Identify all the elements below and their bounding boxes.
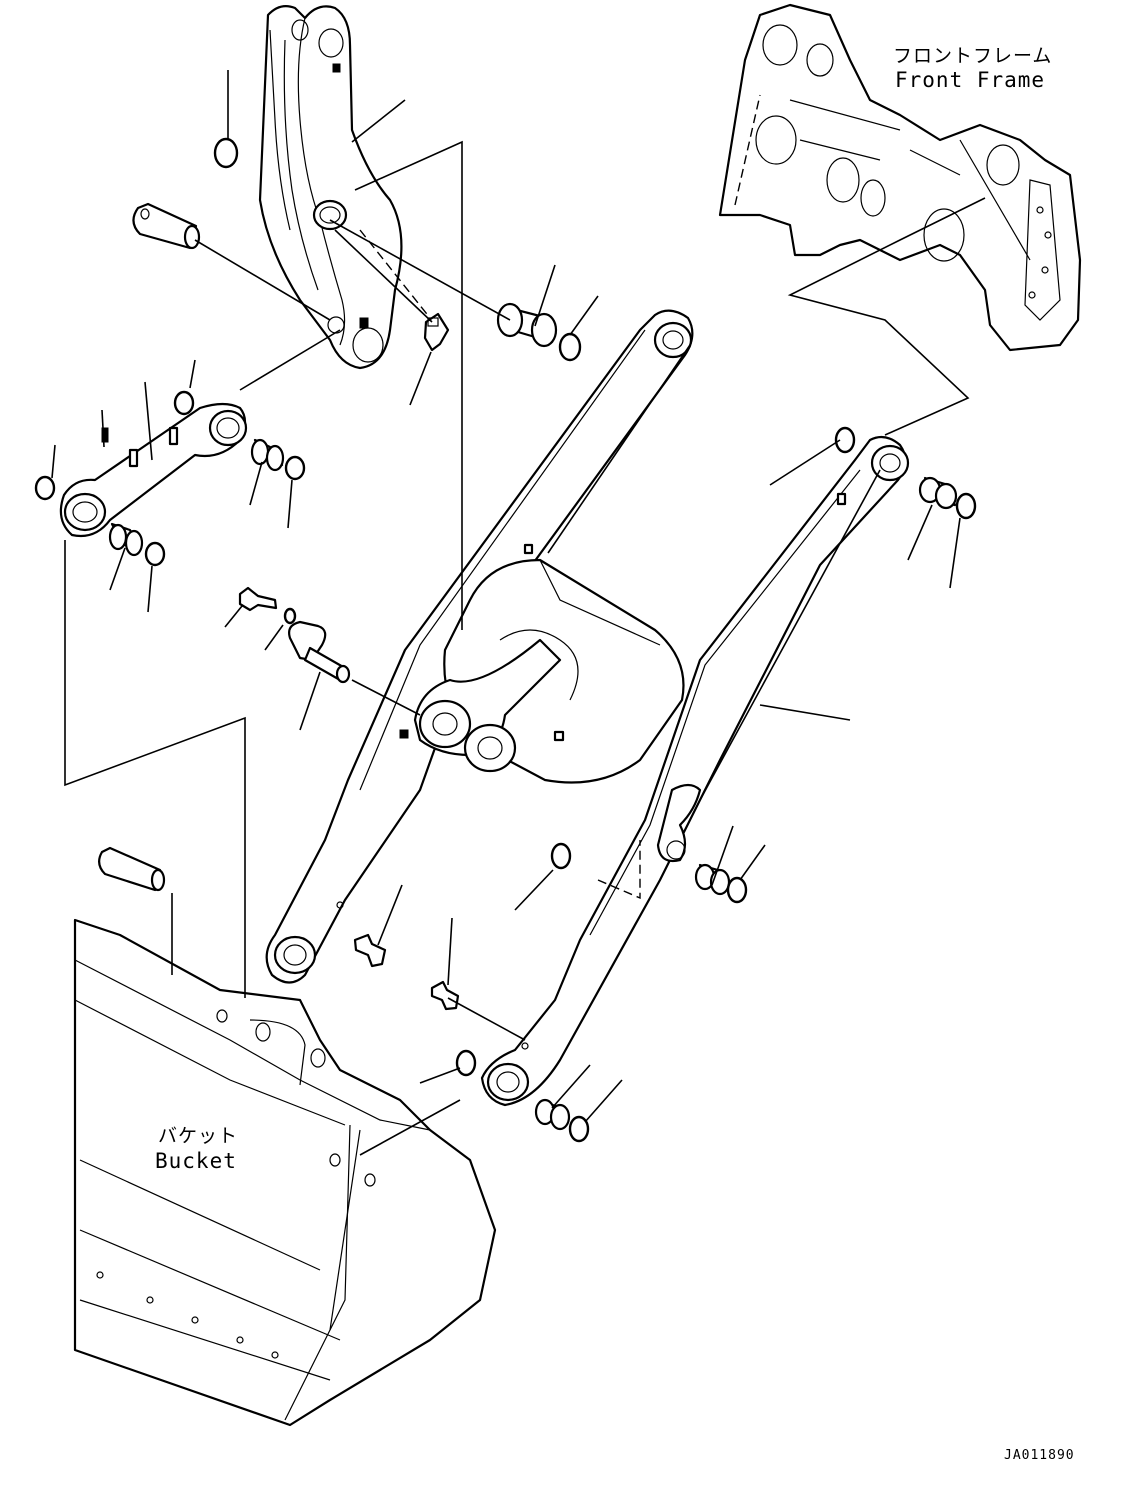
bushing-part: [918, 476, 958, 510]
pin-part: [288, 620, 351, 684]
lift-arm-part: [265, 309, 910, 1107]
grease-fitting-part: [423, 312, 450, 352]
link-part: [59, 402, 248, 538]
bucket-part: [73, 918, 497, 1427]
o-ring-part: [213, 137, 239, 169]
bushing-part: [108, 522, 144, 557]
leader-lines: [51, 70, 986, 1156]
pin-part: [132, 202, 201, 250]
pin-part: [98, 846, 166, 892]
front-frame-label-en: Front Frame: [895, 68, 1046, 92]
grease-fitting-part: [353, 933, 387, 968]
o-ring-part: [558, 332, 582, 362]
o-ring-part: [283, 607, 297, 625]
bushing-part: [496, 302, 558, 348]
o-ring-part: [455, 426, 977, 1143]
o-ring-part: [34, 390, 306, 567]
grease-fitting-part: [430, 980, 460, 1011]
bushing-part: [534, 1098, 571, 1131]
bellcrank-part: [258, 5, 403, 370]
bucket-label-jp: バケット: [158, 1125, 239, 1147]
bolt-part: [238, 586, 278, 612]
drawing-code: JA011890: [1004, 1448, 1075, 1463]
bushing-part: [694, 863, 731, 896]
front-frame-label-jp: フロントフレーム: [893, 45, 1053, 67]
bucket-label-en: Bucket: [155, 1149, 237, 1173]
front-frame-part: [718, 3, 1082, 352]
bushing-part: [250, 438, 285, 472]
